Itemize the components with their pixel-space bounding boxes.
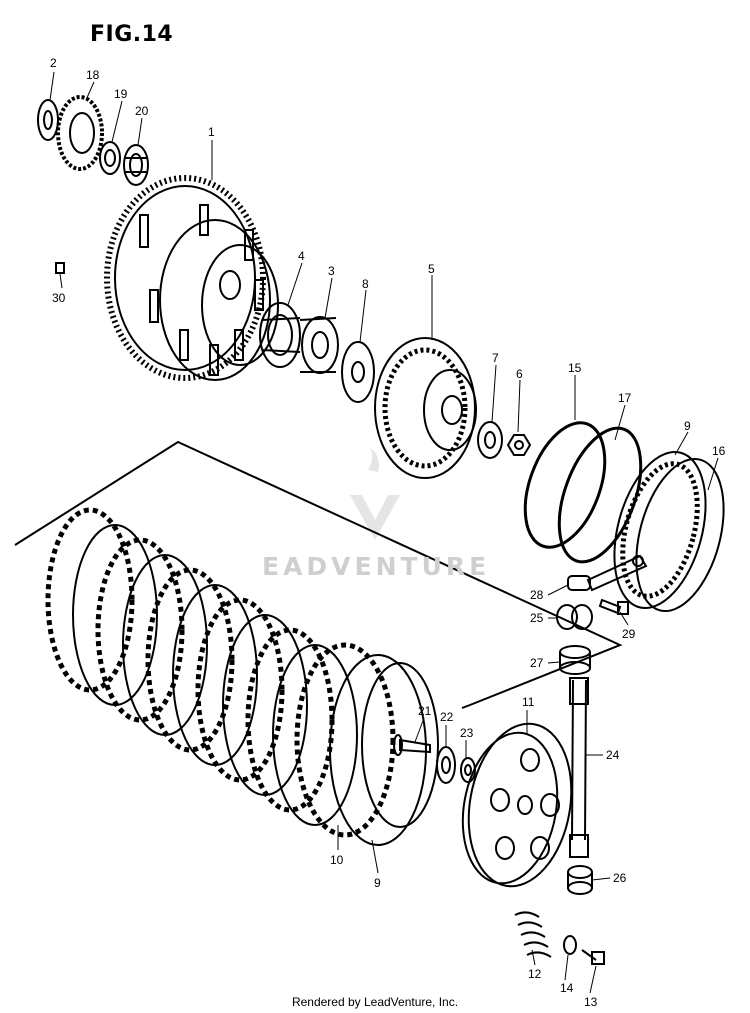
part-24-push-rod xyxy=(569,677,589,858)
callout-24: 24 xyxy=(606,748,620,762)
part-27-bearing xyxy=(559,645,591,675)
callout-5: 5 xyxy=(428,262,435,276)
part-25-bearing xyxy=(556,604,593,630)
part-26-bearing xyxy=(567,865,593,895)
part-9-10-plate-stack xyxy=(45,507,439,846)
callout-19: 19 xyxy=(114,87,128,101)
part-20-bearing xyxy=(123,144,149,186)
part-8-thrust-washer xyxy=(341,341,375,403)
callout-28: 28 xyxy=(530,588,544,602)
leader-lines xyxy=(49,71,719,994)
part-7-lock-washer xyxy=(477,421,503,459)
callout-22: 22 xyxy=(440,710,454,724)
callout-8: 8 xyxy=(362,277,369,291)
callout-16: 16 xyxy=(712,444,726,458)
footer-credit: Rendered by LeadVenture, Inc. xyxy=(291,995,459,1009)
part-11-pressure-plate xyxy=(461,722,573,888)
part-6-nut xyxy=(506,434,532,456)
part-22-thrust-bearing xyxy=(436,746,456,784)
callout-18: 18 xyxy=(86,68,100,82)
part-15-wire-ring xyxy=(523,421,607,549)
part-5-clutch-hub xyxy=(374,337,477,479)
callout-3: 3 xyxy=(328,264,335,278)
part-29-bolt xyxy=(598,598,629,615)
callout-26: 26 xyxy=(613,871,627,885)
watermark-logo xyxy=(350,448,400,540)
callout-30: 30 xyxy=(52,291,66,305)
callout-14: 14 xyxy=(560,981,574,995)
part-30-pin xyxy=(55,262,65,274)
callout-15: 15 xyxy=(568,361,582,375)
callout-2: 2 xyxy=(50,56,57,70)
part-3-sleeve xyxy=(299,316,339,374)
callout-9-bottom: 9 xyxy=(374,876,381,890)
part-4-needle-bearing xyxy=(259,302,301,368)
callout-10: 10 xyxy=(330,853,344,867)
part-1-clutch-housing xyxy=(104,175,279,381)
part-14-washer xyxy=(563,935,577,955)
callout-7: 7 xyxy=(492,351,499,365)
part-18-gear xyxy=(56,95,104,171)
part-19-spacer xyxy=(99,141,121,175)
part-21-push-piece xyxy=(393,734,431,756)
callout-21: 21 xyxy=(418,704,432,718)
callout-11: 11 xyxy=(522,695,535,709)
plate-stack-outline xyxy=(14,440,623,709)
part-28-release-lever xyxy=(567,554,648,592)
part-2-washer xyxy=(37,99,59,141)
part-23-washer xyxy=(460,757,476,783)
callout-25: 25 xyxy=(530,611,544,625)
callout-29: 29 xyxy=(622,627,636,641)
callout-27: 27 xyxy=(530,656,544,670)
callout-labels: 2 18 19 20 1 30 4 3 8 5 7 6 15 17 9 16 2… xyxy=(50,56,726,1009)
callout-20: 20 xyxy=(135,104,149,118)
part-12-spring xyxy=(514,911,552,958)
callout-12: 12 xyxy=(528,967,542,981)
callout-1: 1 xyxy=(208,125,215,139)
callout-13: 13 xyxy=(584,995,598,1009)
part-13-bolt xyxy=(581,949,605,965)
callout-9-top: 9 xyxy=(684,419,691,433)
callout-6: 6 xyxy=(516,367,523,381)
figure-title: FIG.14 xyxy=(90,22,174,47)
part-9-16-plates xyxy=(613,450,725,613)
part-17-spring-seat xyxy=(557,426,643,564)
callout-4: 4 xyxy=(298,249,305,263)
callout-17: 17 xyxy=(618,391,632,405)
callout-23: 23 xyxy=(460,726,474,740)
watermark-text: EADVENTURE xyxy=(262,552,491,581)
